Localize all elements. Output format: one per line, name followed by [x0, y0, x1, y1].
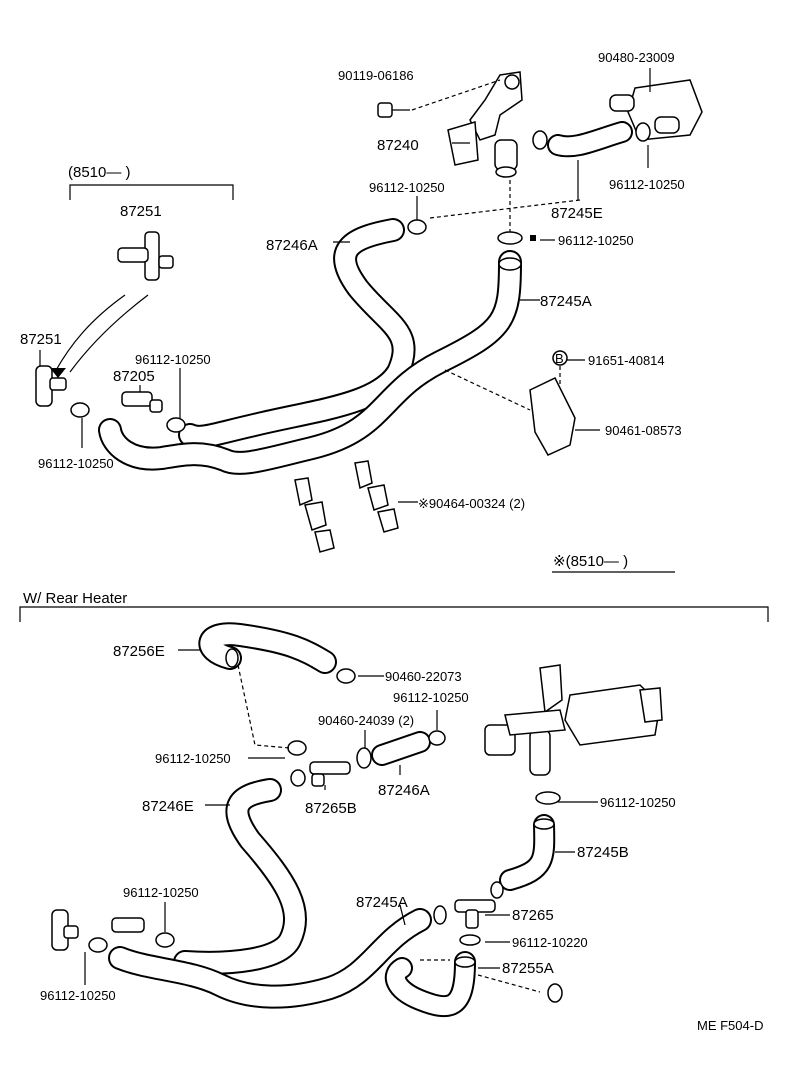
label-87251-top: 87251 — [120, 203, 162, 220]
bolt-90119-06186 — [377, 79, 501, 118]
label-87246E: 87246E — [142, 798, 194, 815]
top-bracket-label: (8510— ) — [68, 164, 131, 181]
clamp-lower-mid — [166, 417, 186, 433]
top-bracket-line — [69, 184, 234, 200]
valve-87251-top — [50, 231, 174, 378]
clamp-lower-left — [70, 402, 90, 418]
label-87205: 87205 — [113, 368, 155, 385]
label-87240: 87240 — [377, 137, 419, 154]
label-96112-10250-c: 96112-10250 — [558, 233, 634, 248]
label-96112-10220: 96112-10220 — [512, 935, 588, 950]
leader-lines-rear — [84, 649, 598, 985]
label-87256E: 87256E — [113, 643, 165, 660]
tee-87265B — [287, 740, 351, 787]
clamp-90460-22073 — [336, 668, 356, 684]
clamp-rear-mid — [535, 791, 561, 805]
label-96112-10250-j: 96112-10250 — [40, 988, 116, 1003]
label-96112-10250-h: 96112-10250 — [600, 795, 676, 810]
label-87245A-rear: 87245A — [356, 894, 408, 911]
label-96112-10250-i: 96112-10250 — [123, 885, 199, 900]
hose-87245E — [547, 121, 633, 158]
hose-87256E — [198, 622, 337, 674]
tee-87251-left — [35, 365, 67, 407]
clips-90464-00324 — [294, 460, 399, 553]
note-label: ※(8510— ) — [553, 553, 628, 570]
label-87245E: 87245E — [551, 205, 603, 222]
label-96112-10250-d: 96112-10250 — [135, 352, 211, 367]
top-section: (8510— ) — [20, 50, 703, 573]
tee-87265 — [433, 881, 504, 946]
hose-87255A — [384, 951, 476, 1018]
clamp-rear-bottom — [547, 983, 563, 1003]
label-90480-23009: 90480-23009 — [598, 50, 675, 65]
hose-87246A-rear — [356, 731, 431, 769]
hose-87245B — [499, 814, 556, 891]
label-87245B: 87245B — [577, 844, 629, 861]
label-96112-10250-f: 96112-10250 — [155, 751, 231, 766]
label-96112-10250-e: 96112-10250 — [38, 456, 114, 471]
hose-87246E — [173, 778, 307, 975]
bracket-90461-08573 — [444, 350, 576, 456]
label-87255A: 87255A — [502, 960, 554, 977]
valve-core-assembly-rear — [484, 664, 663, 776]
label-91651-40814: 91651-40814 — [588, 353, 665, 368]
hose-87246A-top — [178, 218, 416, 449]
label-b-marker: B — [555, 351, 564, 366]
clamp-rear-top — [428, 730, 446, 746]
water-valve-87240 — [447, 71, 523, 178]
label-90119-06186: 90119-06186 — [338, 68, 414, 83]
footer-code: ME F504-D — [697, 1018, 763, 1033]
hose-end-87245A — [498, 257, 522, 271]
label-87265B: 87265B — [305, 800, 357, 817]
hose-87245A-rear — [108, 908, 432, 1009]
leader-lines-top — [39, 68, 651, 503]
label-96112-10250-a: 96112-10250 — [369, 180, 445, 195]
label-96112-10250-g: 96112-10250 — [393, 690, 469, 705]
label-90464-00324: ※90464-00324 (2) — [418, 496, 525, 511]
label-96112-10250-b: 96112-10250 — [609, 177, 685, 192]
label-90461-08573: 90461-08573 — [605, 423, 682, 438]
rear-heater-bracket — [19, 606, 769, 622]
label-87246A-top: 87246A — [266, 237, 318, 254]
rear-heater-section: W/ Rear Heater — [19, 590, 769, 1018]
hose-87245A-top — [98, 250, 522, 475]
label-87246A-rear: 87246A — [378, 782, 430, 799]
label-87245A-top: 87245A — [540, 293, 592, 310]
label-90460-22073: 90460-22073 — [385, 669, 462, 684]
rear-heater-title: W/ Rear Heater — [23, 590, 127, 607]
label-90460-24039: 90460-24039 (2) — [318, 713, 414, 728]
label-87265: 87265 — [512, 907, 554, 924]
bottom-left-parts — [51, 909, 175, 953]
bleeder-87205 — [121, 391, 163, 413]
label-87251-left: 87251 — [20, 331, 62, 348]
dashed-lines-rear — [237, 664, 541, 993]
